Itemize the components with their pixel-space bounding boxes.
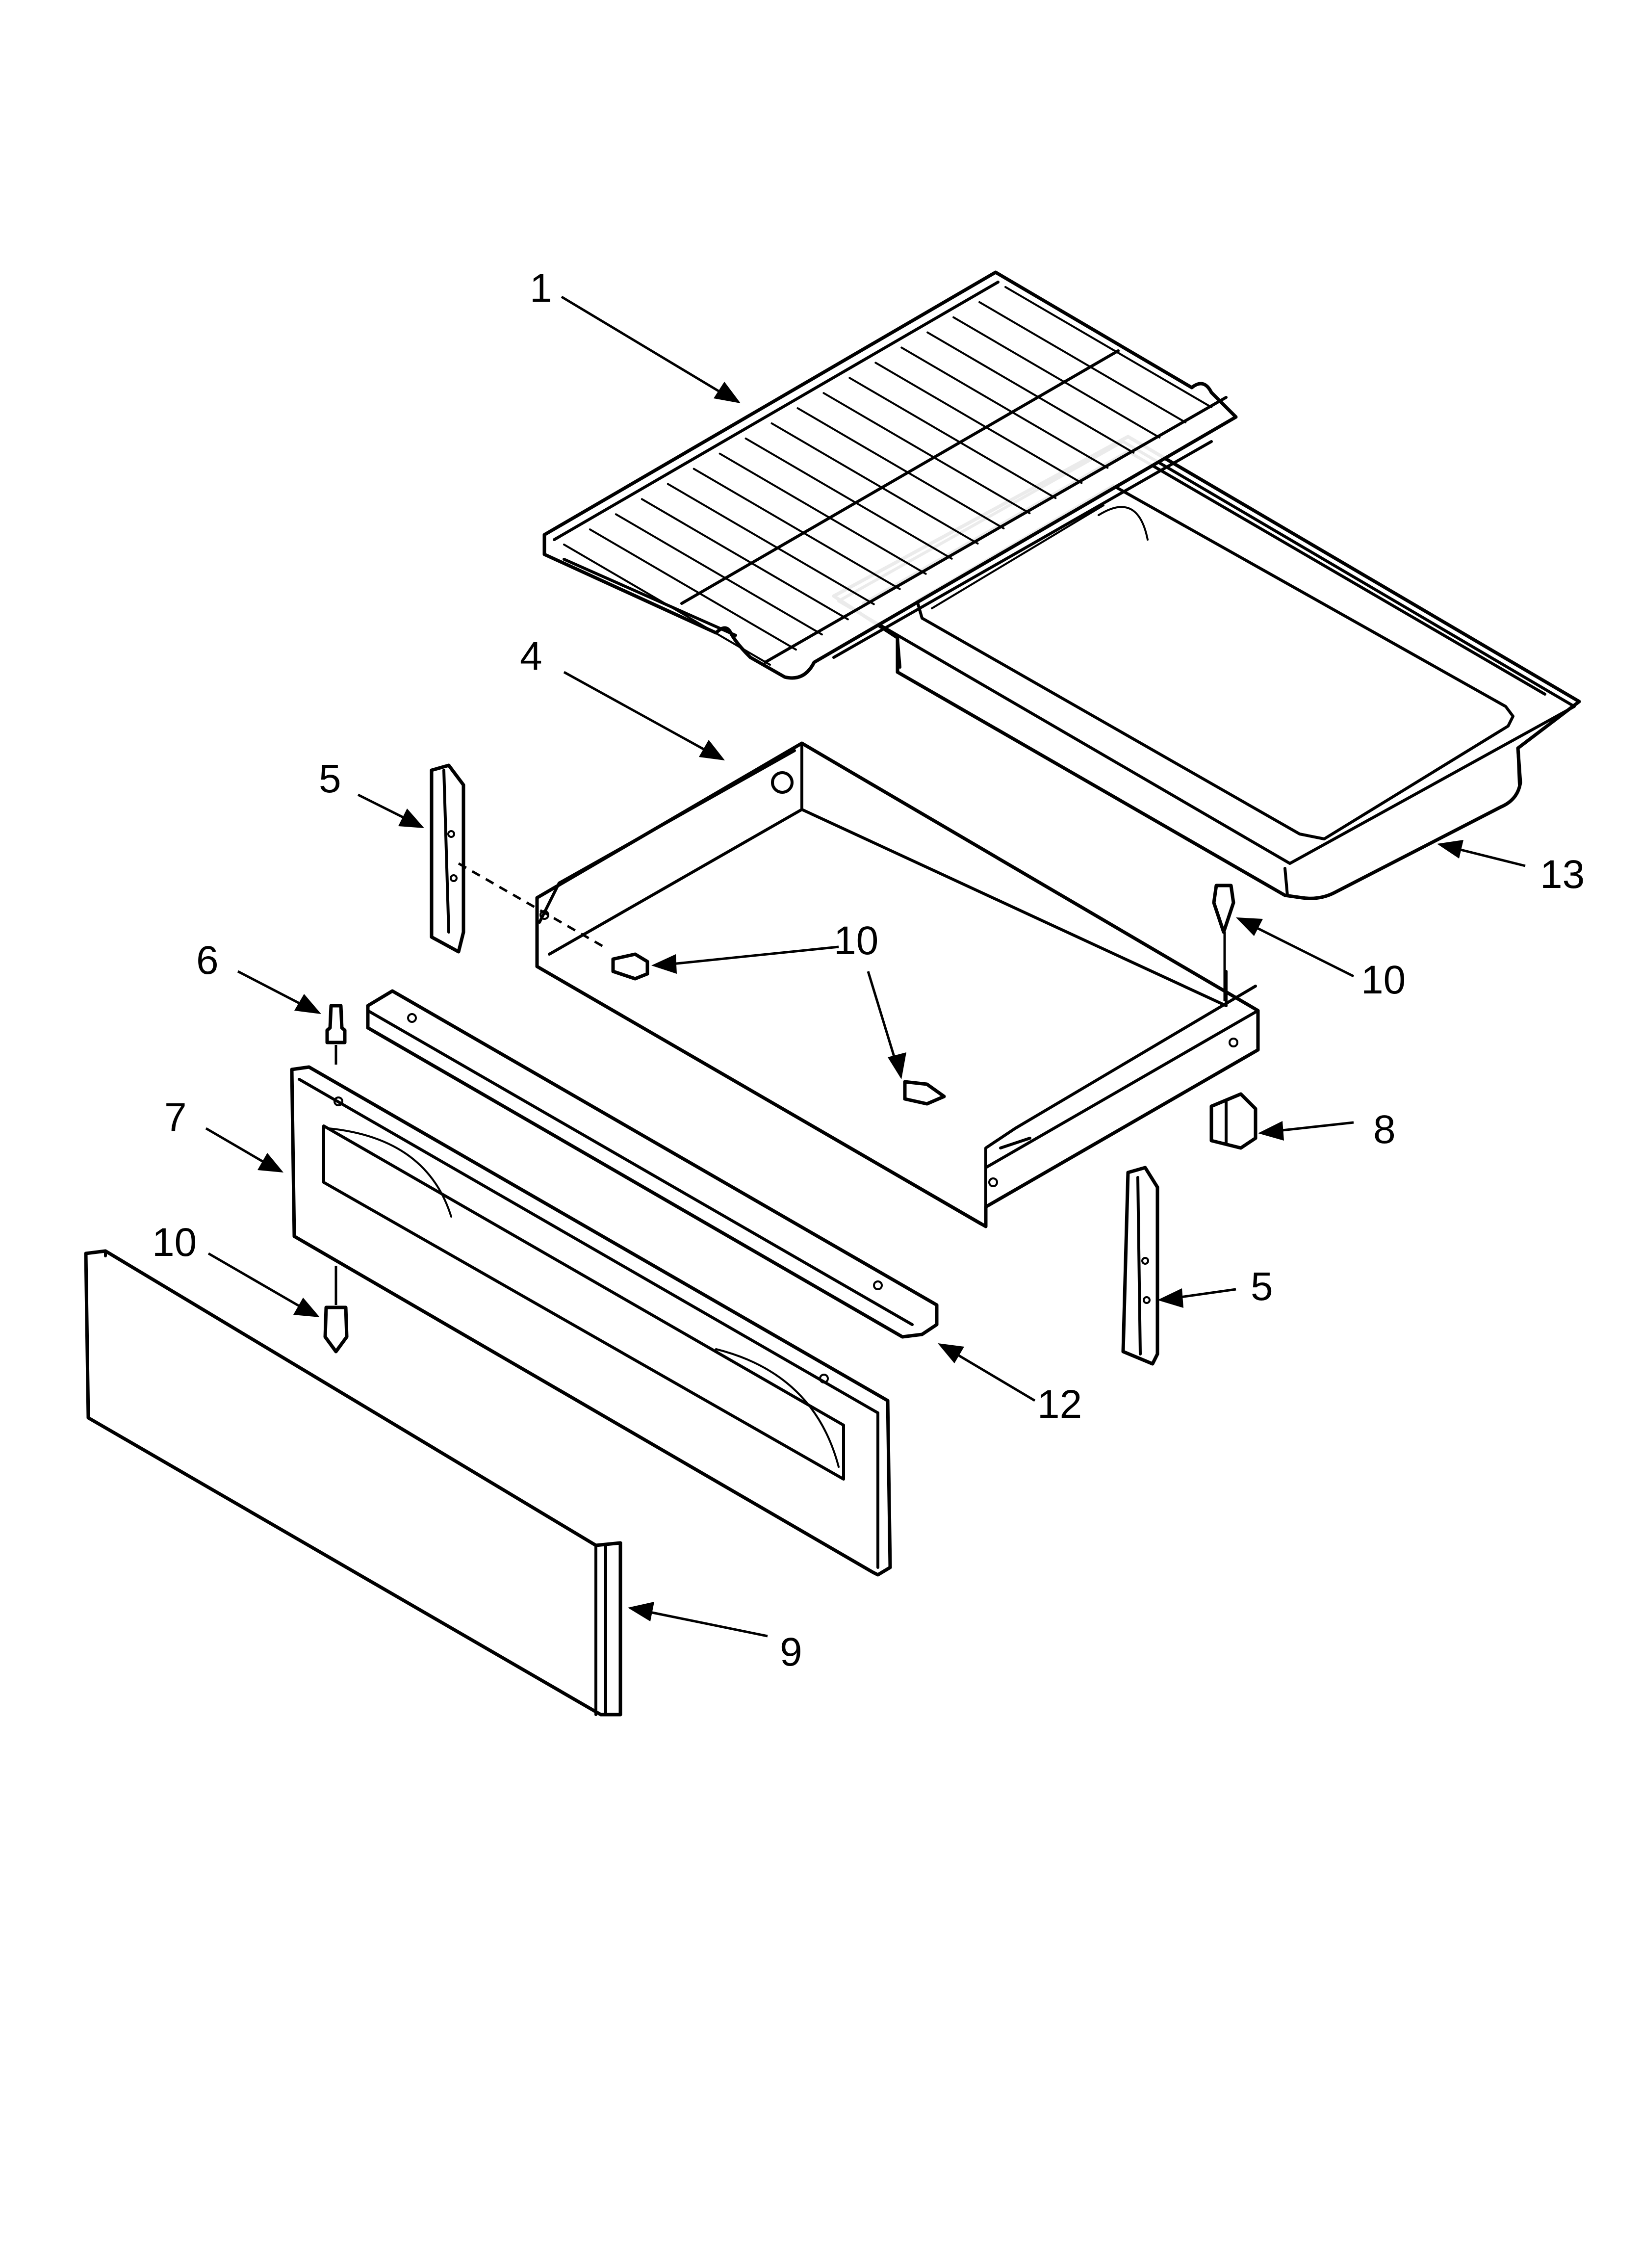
callout-13: 13 <box>1540 852 1585 897</box>
rack-wire <box>1004 286 1212 408</box>
rack-wire <box>589 528 797 651</box>
drawer-support-right <box>1121 1166 1159 1366</box>
rack-wire <box>848 377 1057 499</box>
callout-4: 4 <box>520 634 542 678</box>
callout-8: 8 <box>1373 1107 1396 1152</box>
callout-6: 6 <box>196 938 219 983</box>
callout-10-right: 10 <box>1361 958 1406 1002</box>
rack-wire <box>900 346 1109 469</box>
screw-10-center <box>903 1080 946 1106</box>
drawer-front-part <box>290 1065 892 1577</box>
rack-wire <box>926 331 1135 454</box>
drawer-body-part <box>535 741 1260 1228</box>
rack-wire <box>615 513 823 636</box>
rack-wire <box>641 498 849 621</box>
callout-12: 12 <box>1037 1382 1082 1427</box>
rack-wire <box>822 392 1031 515</box>
callout-9: 9 <box>780 1630 802 1674</box>
screw-10-lower-left <box>323 1305 349 1354</box>
callout-1: 1 <box>530 266 552 311</box>
screw-10-right <box>1212 884 1235 934</box>
callout-labels: 1 4 5 6 7 10 10 10 13 8 5 12 9 <box>152 266 1585 1674</box>
callout-5-left: 5 <box>319 756 341 801</box>
callout-7: 7 <box>164 1095 187 1140</box>
rack-wire <box>796 407 1005 530</box>
rack-wire <box>770 422 979 545</box>
rack-wire <box>952 316 1161 439</box>
rack-wire <box>563 544 771 666</box>
rack-wire <box>978 301 1187 423</box>
rack-wire <box>693 468 901 590</box>
rack-wire <box>667 483 875 605</box>
oven-rack-part <box>542 270 1238 680</box>
bracket-8-part <box>1209 1092 1257 1150</box>
leader-arrows <box>205 295 1526 1638</box>
callout-10-lower-left: 10 <box>152 1220 197 1265</box>
callout-5-right: 5 <box>1251 1264 1273 1309</box>
bumper-6-part <box>325 1004 347 1044</box>
rack-wires <box>563 286 1212 666</box>
callout-10-center: 10 <box>834 918 878 963</box>
rack-wire <box>718 452 927 575</box>
rack-wire <box>874 362 1083 484</box>
screw-10-upper-left <box>611 952 649 981</box>
rack-wire <box>744 437 953 560</box>
front-cover-part <box>84 1249 622 1717</box>
drawer-rail-part <box>366 989 939 1339</box>
drawer-support-left <box>430 763 465 954</box>
